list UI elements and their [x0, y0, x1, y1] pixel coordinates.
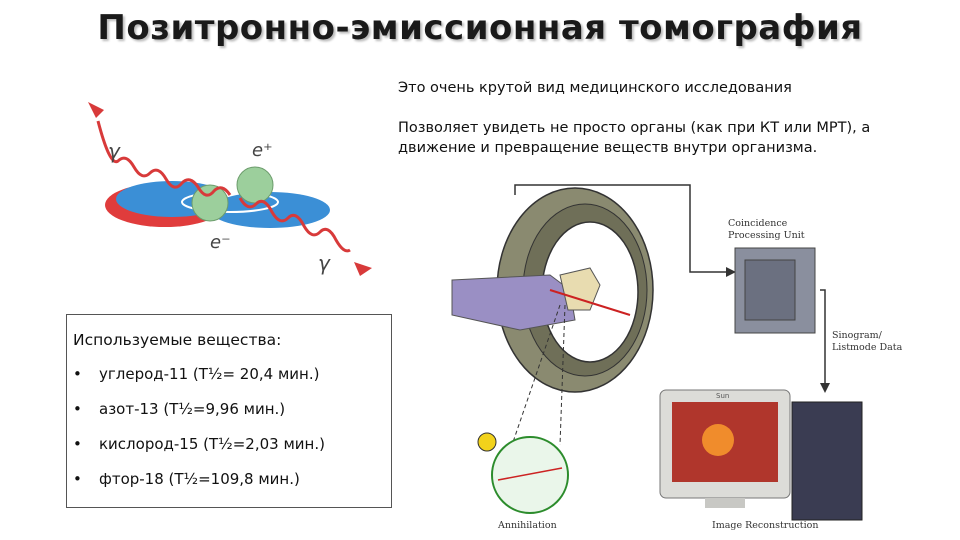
coincidence-label-2: Processing Unit [728, 230, 805, 241]
gamma-arrow-top [88, 102, 104, 118]
pet-diagram: Annihilation Coincidence Processing Unit… [451, 184, 903, 531]
orbit-ring [181, 191, 279, 213]
substance-fluorine: фтор-18 (T½=109,8 мин.) [99, 470, 300, 488]
substance-carbon: углерод-11 (T½= 20,4 мин.) [99, 365, 320, 383]
monitor-brand: Sun [716, 392, 729, 400]
positron-label: e⁺ [252, 140, 273, 161]
annihilation-circle [491, 436, 569, 514]
zoom-line-2 [559, 304, 566, 446]
slide-title: Позитронно-эмиссионная томография [97, 8, 863, 48]
electron-sphere [191, 184, 229, 222]
patient-head [559, 267, 601, 311]
monitor-stand [705, 498, 745, 508]
reconstruction-label: Image Reconstruction [712, 520, 818, 531]
arrow-to-unit [726, 267, 736, 277]
intro-line-2: Позволяет увидеть не просто органы (как … [398, 120, 871, 156]
zoom-line [511, 304, 561, 446]
bullet: • [73, 365, 82, 383]
radiation-icon [477, 432, 497, 452]
positron-sphere [236, 166, 274, 204]
gamma-bottom-label: γ [318, 251, 331, 275]
list-item: • кислород-15 (T½=2,03 мин.) [73, 435, 325, 470]
coincidence-label-1: Coincidence [728, 218, 788, 229]
annihilation-label: Annihilation [497, 520, 557, 531]
annihilation-illustration: γ γ e⁺ e⁻ [88, 102, 372, 276]
gamma-wave-bottom [238, 197, 351, 253]
substance-nitrogen: азот-13 (T½=9,96 мин.) [99, 400, 286, 418]
unit-grille [744, 259, 796, 321]
gamma-top-label: γ [108, 139, 121, 163]
list-item: • углерод-11 (T½= 20,4 мин.) [73, 365, 325, 400]
bullet: • [73, 470, 82, 488]
intro-line-1: Это очень крутой вид медицинского исслед… [398, 80, 792, 96]
gamma-arrow-bottom [354, 262, 372, 276]
bullet: • [73, 400, 82, 418]
intro-text: Это очень крутой вид медицинского исслед… [398, 78, 938, 178]
substances-box: Используемые вещества: • углерод-11 (T½= … [66, 314, 392, 508]
substances-heading: Используемые вещества: [73, 331, 282, 349]
arrow-to-display [820, 383, 830, 393]
bullet: • [73, 435, 82, 453]
sinogram-label-1: Sinogram/ [832, 330, 883, 341]
patient-body [451, 274, 576, 331]
connector-ring-to-unit [514, 184, 728, 273]
gamma-line [549, 289, 631, 316]
sinogram-label-2: Listmode Data [832, 342, 903, 353]
gamma-wave-top [96, 120, 232, 197]
list-item: • азот-13 (T½=9,96 мин.) [73, 400, 325, 435]
scan-image [702, 424, 734, 456]
list-item: • фтор-18 (T½=109,8 мин.) [73, 470, 325, 505]
electron-label: e⁻ [210, 232, 231, 253]
substance-oxygen: кислород-15 (T½=2,03 мин.) [99, 435, 325, 453]
annihilation-line [497, 467, 563, 481]
workstation-tower [791, 401, 863, 521]
substances-list: • углерод-11 (T½= 20,4 мин.) • азот-13 (T½… [73, 365, 325, 505]
connector-unit-to-display [820, 289, 826, 385]
